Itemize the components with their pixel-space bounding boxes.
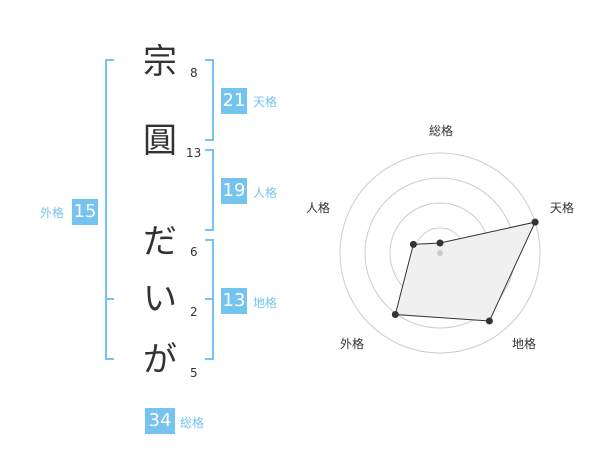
name-char-3: だ	[143, 222, 177, 262]
radar-axis-label-chikaku: 地格	[511, 337, 536, 351]
jinkaku-label: 人格	[253, 186, 278, 200]
radar-point-4	[391, 310, 399, 318]
jinkaku-value: 19	[221, 178, 247, 204]
name-char-1: 宗	[143, 42, 177, 82]
tenkaku-label: 天格	[253, 95, 278, 109]
stroke-count-2: 13	[186, 146, 202, 160]
stroke-count-5: 5	[190, 366, 198, 380]
name-char-5: が	[143, 340, 177, 380]
name-char-4: い	[143, 279, 177, 319]
stroke-count-1: 8	[190, 66, 198, 80]
radar-point-3	[485, 317, 493, 325]
radar-polygon	[394, 221, 536, 322]
soukaku-label: 総格	[180, 416, 205, 430]
radar-point-5	[409, 240, 417, 248]
radar-ring	[339, 152, 541, 354]
gaikaku-label: 外格	[40, 206, 65, 220]
radar-point-1	[436, 239, 444, 247]
tenkaku-bracket	[205, 59, 214, 141]
radar-axis-label-gaikaku: 外格	[339, 337, 364, 351]
radar-point-2	[531, 218, 539, 226]
radar-axis-label-tenkaku: 天格	[549, 201, 574, 215]
name-char-2: 圓	[143, 121, 177, 161]
gaikaku-value: 15	[72, 199, 98, 225]
radar-axis-label-soukaku: 総格	[428, 124, 453, 138]
radar-axis-label-jinkaku: 人格	[305, 201, 330, 215]
soukaku-value: 34	[145, 408, 175, 434]
chikaku-value: 13	[221, 288, 247, 314]
stroke-count-4: 2	[190, 305, 198, 319]
radar-center-dot	[437, 250, 443, 256]
tenkaku-value: 21	[221, 88, 247, 114]
chikaku-label: 地格	[253, 296, 278, 310]
jinkaku-bracket	[205, 149, 214, 231]
stroke-count-3: 6	[190, 245, 198, 259]
gaikaku-bracket	[105, 59, 114, 360]
